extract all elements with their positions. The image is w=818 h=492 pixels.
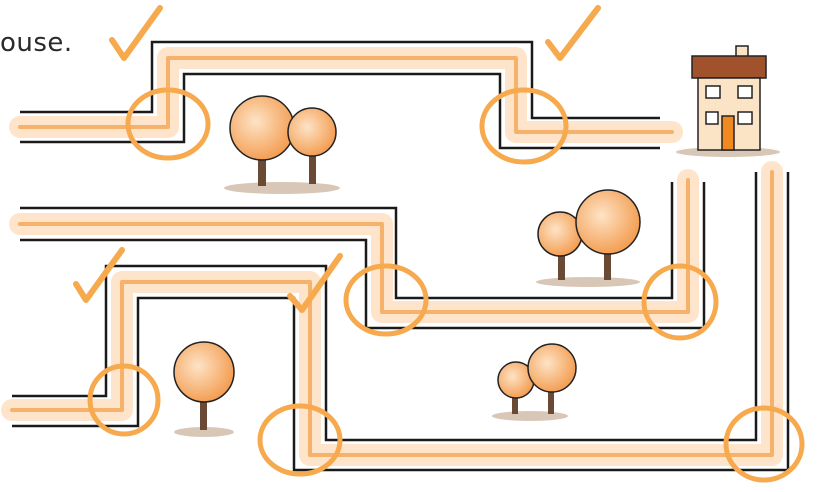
corner-circles (87, 87, 805, 483)
tree-group-right (536, 189, 641, 287)
trunk (558, 250, 565, 280)
circle-mark-icon (125, 87, 211, 161)
ground-shadow (174, 427, 234, 437)
route-path-top (9, 47, 683, 143)
tree-icon (575, 189, 641, 255)
circle-mark-icon (723, 405, 805, 483)
tree-icon (537, 211, 583, 257)
checkmark-icon (109, 5, 163, 61)
trunk (309, 152, 316, 184)
trunk (258, 150, 266, 186)
house-window (737, 85, 753, 99)
route-line-bottom (10, 170, 774, 457)
trunk (604, 246, 611, 280)
ground-shadow (492, 411, 568, 421)
house-window (705, 85, 721, 99)
trunk (512, 392, 518, 414)
checkmark-icon (545, 5, 601, 61)
tree-icon (527, 343, 577, 393)
tree-icon (173, 341, 235, 403)
route-line-top (18, 56, 674, 134)
road-edge-top-inner (20, 72, 660, 150)
house-roof (691, 55, 767, 79)
house-window (737, 111, 753, 125)
checkmark-icon (73, 247, 125, 303)
house-icon (676, 45, 780, 157)
checkmark-icon (287, 253, 343, 313)
road-edge-bottom-outer (12, 172, 758, 442)
circle-mark-icon (343, 263, 429, 337)
tree-group-bottom-center (492, 343, 577, 421)
house-door (721, 115, 735, 151)
trunk (200, 398, 207, 430)
tree-icon (229, 95, 295, 161)
ground-shadow (536, 277, 640, 287)
instruction-text: ouse. (0, 28, 73, 58)
circle-mark-icon (479, 87, 569, 165)
tree-icon (287, 107, 337, 157)
circle-mark-icon (257, 403, 343, 477)
circle-mark-icon (641, 263, 719, 341)
ground-shadow (224, 182, 340, 194)
circle-mark-icon (87, 363, 161, 437)
house-window (705, 111, 719, 125)
checkmarks (73, 5, 601, 313)
tree-group-bottom-left (173, 341, 235, 437)
tree-group-top (224, 95, 340, 194)
road-edge-middle-outer (20, 182, 674, 300)
trunk (548, 388, 554, 414)
